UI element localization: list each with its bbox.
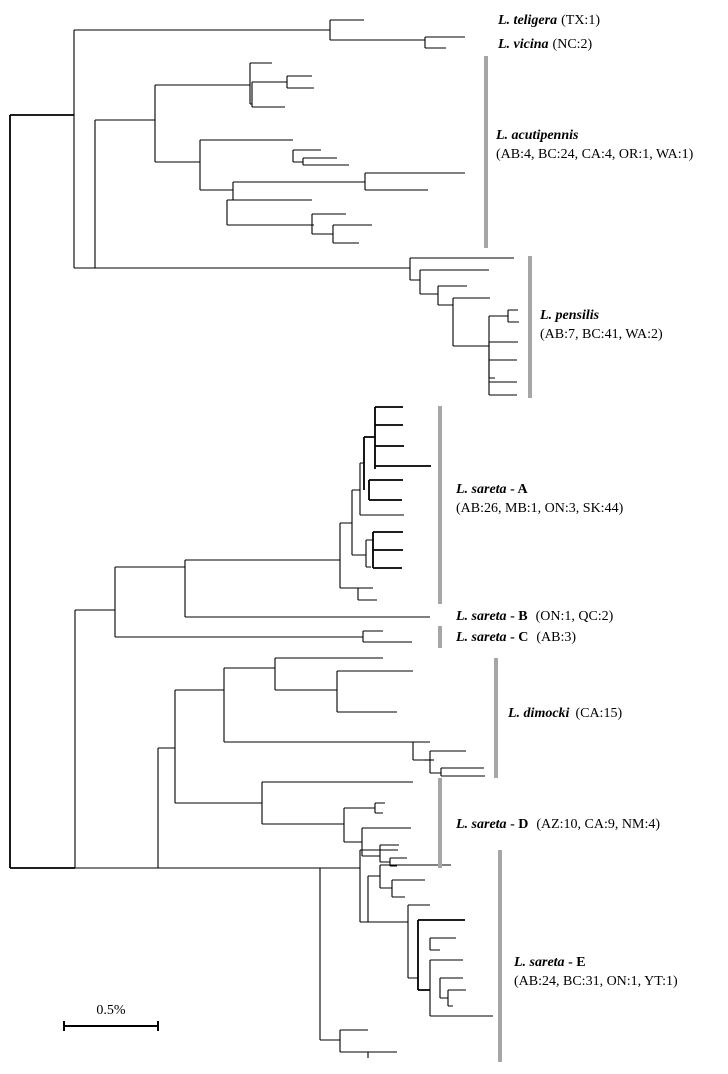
label-dimocki: L. dimocki(CA:15) — [507, 706, 622, 721]
label-acutipennis: L. acutipennis — [495, 128, 579, 143]
label-pensilis: L. pensilis — [539, 308, 600, 323]
label-sareta-e-counts: (AB:24, BC:31, ON:1, YT:1) — [514, 974, 678, 989]
label-sareta-e: L. sareta - E — [513, 955, 586, 970]
label-acutipennis-counts: (AB:4, BC:24, CA:4, OR:1, WA:1) — [496, 147, 694, 162]
scale-label: 0.5% — [96, 1003, 126, 1018]
label-pensilis-counts: (AB:7, BC:41, WA:2) — [540, 327, 663, 342]
clade-labels: L. teligera(TX:1) L. vicina(NC:2) L. acu… — [455, 13, 694, 989]
clade-bars — [438, 56, 532, 1062]
tree-branches — [9, 19, 519, 1058]
label-teligera: L. teligera(TX:1) — [497, 13, 600, 28]
label-sareta-a-counts: (AB:26, MB:1, ON:3, SK:44) — [456, 501, 624, 516]
label-vicina: L. vicina(NC:2) — [497, 37, 593, 52]
label-sareta-a: L. sareta - A — [455, 482, 528, 497]
label-sareta-c: L. sareta - C(AB:3) — [455, 630, 576, 645]
scale-legend: 0.5% — [63, 1003, 159, 1031]
label-sareta-d: L. sareta - D(AZ:10, CA:9, NM:4) — [455, 817, 660, 832]
label-sareta-b: L. sareta - B(ON:1, QC:2) — [455, 609, 614, 624]
